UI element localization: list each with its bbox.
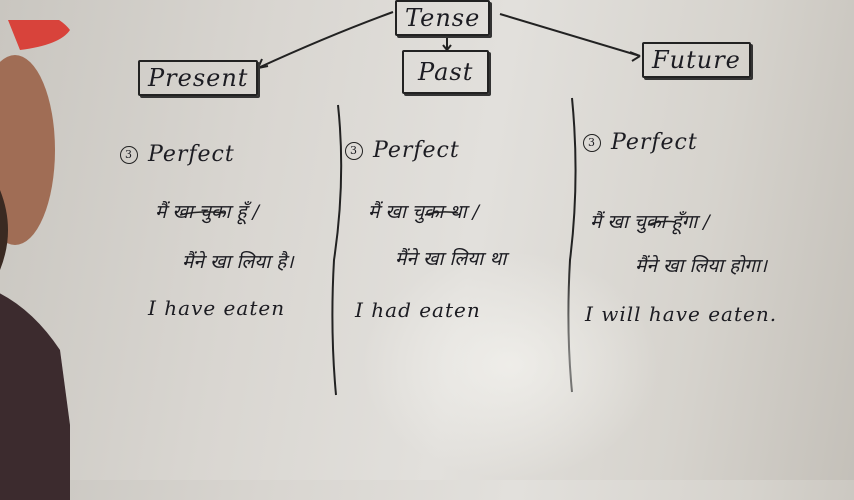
whiteboard: Tense Present Past Future 3 Perfect मैं ख… [0, 0, 778, 500]
future-box: Future [642, 42, 751, 78]
present-hindi-line2: मैंने खा लिया है। [182, 251, 294, 273]
arrow-to-present [257, 11, 394, 69]
past-hindi-line2: मैंने खा लिया था [395, 248, 507, 270]
arrow-to-future [499, 13, 641, 57]
future-perfect-heading: 3 Perfect [583, 130, 698, 155]
divider-left [331, 104, 343, 396]
number-badge: 3 [345, 142, 363, 160]
past-perfect-heading: 3 Perfect [345, 138, 460, 163]
past-english: I had eaten [355, 298, 481, 322]
heading-text: Perfect [611, 130, 698, 155]
number-badge: 3 [583, 134, 601, 152]
diagram-lines [179, 11, 677, 396]
present-english: I have eaten [148, 296, 286, 320]
future-hindi-line2: मैंने खा लिया होगा। [635, 255, 768, 277]
future-hindi-line1: मैं खा चुका हूँगा / [590, 211, 710, 233]
future-english: I will have eaten. [585, 302, 778, 326]
present-hindi-line1: मैं खा चुका हूँ / [155, 201, 260, 223]
number-badge: 3 [120, 146, 138, 164]
heading-text: Perfect [148, 142, 235, 167]
past-hindi-line1: मैं खा चुका था / [368, 201, 480, 223]
heading-text: Perfect [373, 138, 460, 163]
tense-root-box: Tense [395, 0, 491, 36]
teacher-figure [0, 20, 70, 500]
past-box: Past [402, 50, 490, 94]
present-perfect-heading: 3 Perfect [120, 142, 235, 167]
present-box: Present [138, 60, 259, 96]
light-glare [360, 250, 660, 480]
